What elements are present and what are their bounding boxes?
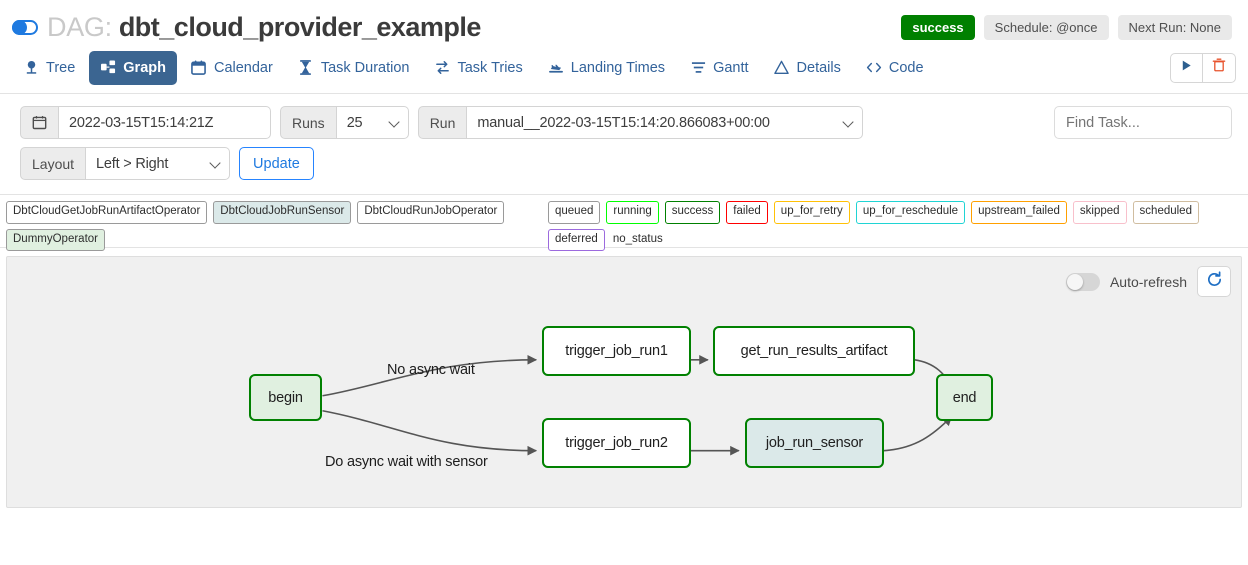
tab-graph[interactable]: Graph <box>89 50 177 85</box>
search-input[interactable] <box>1054 106 1232 139</box>
retry-icon <box>434 60 450 76</box>
graph-node[interactable]: end <box>936 374 993 421</box>
update-button[interactable]: Update <box>239 147 314 180</box>
tab-label: Graph <box>123 59 166 76</box>
graph-edge-label: Do async wait with sensor <box>325 454 488 470</box>
layout-select[interactable]: Left > Right <box>86 147 231 180</box>
legend-state-chip[interactable]: failed <box>726 201 768 224</box>
graph-edges <box>322 355 955 456</box>
legend-state-chip[interactable]: running <box>606 201 659 224</box>
legend-operator-chip[interactable]: DbtCloudJobRunSensor <box>213 201 352 224</box>
tab-label: Tree <box>46 59 76 76</box>
graph-icon <box>100 60 116 76</box>
runs-group: Runs 25 <box>280 106 409 139</box>
tab-task-tries[interactable]: Task Tries <box>423 51 533 85</box>
tree-icon <box>23 60 39 76</box>
layout-group: Layout Left > Right <box>20 147 231 180</box>
hourglass-icon <box>298 60 314 76</box>
trash-icon <box>1212 58 1226 77</box>
graph-node[interactable]: trigger_job_run1 <box>542 326 691 376</box>
delete-dag-button[interactable] <box>1203 52 1236 83</box>
status-badge: success <box>901 14 975 40</box>
legend-operator-chip[interactable]: DbtCloudRunJobOperator <box>357 201 505 224</box>
tab-landing-times[interactable]: Landing Times <box>537 51 676 85</box>
tab-gantt[interactable]: Gantt <box>679 51 759 85</box>
legend-state-chip[interactable]: queued <box>548 201 601 224</box>
view-tabs: Tree Graph Calendar Task Duration Task T… <box>0 42 1248 94</box>
header-badges: success Schedule: @once Next Run: None <box>901 14 1232 40</box>
auto-refresh-toggle[interactable] <box>1065 272 1100 291</box>
filter-bar: 2022-03-15T15:14:21Z Runs 25 Run manual_… <box>0 94 1248 195</box>
legend-state-chip[interactable]: no_status <box>612 232 663 245</box>
tab-label: Code <box>888 59 924 76</box>
graph-canvas[interactable]: Auto-refresh begin trigger_job_run1 get_ru… <box>6 256 1242 508</box>
legend-state-chip[interactable]: up_for_reschedule <box>855 201 966 224</box>
gantt-icon <box>690 60 706 76</box>
code-brackets-icon <box>866 60 882 76</box>
legend-state-chip[interactable]: up_for_retry <box>773 201 850 224</box>
page-header: DAG: dbt_cloud_provider_example success … <box>0 0 1248 42</box>
graph-node[interactable]: begin <box>249 374 322 421</box>
legend-operator-chip[interactable]: DbtCloudGetJobRunArtifactOperator <box>6 201 208 224</box>
calendar-icon[interactable] <box>20 106 59 139</box>
tab-task-duration[interactable]: Task Duration <box>287 51 421 85</box>
refresh-icon <box>1206 270 1223 293</box>
trigger-dag-button[interactable] <box>1170 52 1203 83</box>
dag-label: DAG: <box>47 11 112 42</box>
tab-label: Task Duration <box>320 59 410 76</box>
refresh-button[interactable] <box>1197 266 1231 297</box>
schedule-badge[interactable]: Schedule: @once <box>983 14 1109 40</box>
legend-state-chip[interactable]: deferred <box>548 228 605 251</box>
layout-label: Layout <box>20 147 87 180</box>
tab-tree[interactable]: Tree <box>12 51 86 85</box>
run-group: Run manual__2022-03-15T15:14:20.866083+0… <box>417 106 864 139</box>
filter-row-primary: 2022-03-15T15:14:21Z Runs 25 Run manual_… <box>20 106 1232 139</box>
nav-action-buttons <box>1170 52 1236 83</box>
dag-run-select[interactable]: manual__2022-03-15T15:14:20.866083+00:00 <box>467 106 864 139</box>
runs-label: Runs <box>280 106 337 139</box>
tab-label: Details <box>796 59 841 76</box>
legend-state-chip[interactable]: upstream_failed <box>971 201 1067 224</box>
legend-operator-chip[interactable]: DummyOperator <box>6 228 105 251</box>
tab-label: Landing Times <box>570 59 666 76</box>
run-label: Run <box>417 106 468 139</box>
warning-triangle-icon <box>774 60 790 76</box>
tab-calendar[interactable]: Calendar <box>180 51 284 85</box>
graph-node[interactable]: job_run_sensor <box>745 418 884 468</box>
tab-details[interactable]: Details <box>763 51 852 85</box>
tab-code[interactable]: Code <box>855 51 935 85</box>
dag-pause-toggle[interactable] <box>12 19 38 35</box>
auto-refresh-label: Auto-refresh <box>1109 273 1187 290</box>
play-icon <box>1180 59 1193 77</box>
tab-label: Gantt <box>713 59 749 76</box>
page-title: dbt_cloud_provider_example <box>118 11 482 42</box>
filter-row-secondary: Layout Left > Right Update <box>20 147 1232 180</box>
base-date-input[interactable]: 2022-03-15T15:14:21Z <box>59 106 271 139</box>
legend-state-chip[interactable]: scheduled <box>1132 201 1199 224</box>
tab-label: Task Tries <box>457 59 523 76</box>
tab-label: Calendar <box>213 59 273 76</box>
num-runs-select[interactable]: 25 <box>336 106 409 139</box>
graph-node[interactable]: trigger_job_run2 <box>542 418 691 468</box>
next-run-badge: Next Run: None <box>1117 14 1232 40</box>
canvas-toolbar: Auto-refresh <box>1065 266 1231 297</box>
graph-edge-label: No async wait <box>387 362 475 378</box>
landing-icon <box>548 60 564 76</box>
base-date-group: 2022-03-15T15:14:21Z <box>20 106 271 139</box>
calendar-icon <box>191 60 207 76</box>
legend-state-chip[interactable]: skipped <box>1072 201 1127 224</box>
legend-state-chip[interactable]: success <box>664 201 721 224</box>
graph-node[interactable]: get_run_results_artifact <box>713 326 915 376</box>
